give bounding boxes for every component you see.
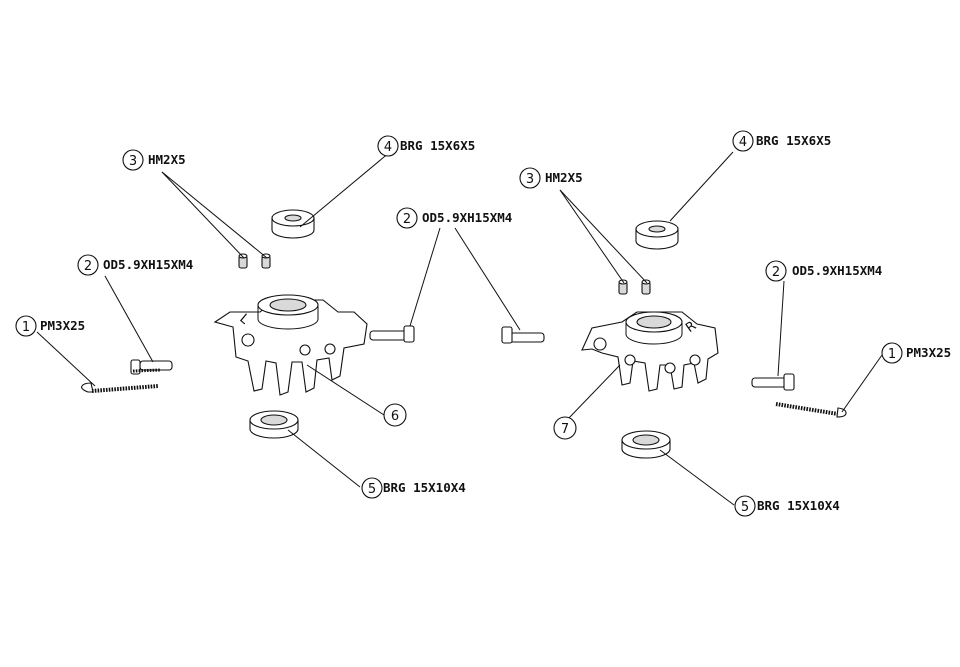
callout-4-right: 4 BRG 15X6X5 — [732, 130, 831, 152]
bearing-15x6x5-right — [635, 220, 679, 250]
svg-text:OD5.9XH15XM4: OD5.9XH15XM4 — [422, 210, 512, 225]
svg-text:4: 4 — [739, 135, 747, 150]
svg-text:1: 1 — [888, 347, 896, 362]
svg-text:7: 7 — [561, 422, 569, 437]
svg-text:BRG 15X6X5: BRG 15X6X5 — [756, 133, 831, 148]
svg-text:3: 3 — [129, 154, 137, 169]
svg-text:2: 2 — [403, 212, 411, 227]
bearing-15x10x4-right — [621, 430, 671, 459]
svg-text:6: 6 — [391, 409, 399, 424]
svg-text:2: 2 — [772, 265, 780, 280]
svg-text:3: 3 — [526, 172, 534, 187]
bearing-15x6x5-left — [271, 209, 315, 239]
svg-text:5: 5 — [368, 482, 376, 497]
leader-lines — [36, 151, 883, 506]
callout-3-left: 3 HM2X5 — [122, 149, 186, 171]
svg-text:OD5.9XH15XM4: OD5.9XH15XM4 — [103, 257, 193, 272]
callout-5-left: 5 BRG 15X10X4 — [361, 477, 466, 499]
svg-text:PM3X25: PM3X25 — [40, 318, 85, 333]
callout-4-left: 4 BRG 15X6X5 — [377, 135, 475, 157]
svg-text:BRG 15X6X5: BRG 15X6X5 — [400, 138, 475, 153]
svg-text:1: 1 — [22, 320, 30, 335]
svg-text:2: 2 — [84, 259, 92, 274]
callout-2-center: 2 OD5.9XH15XM4 — [396, 207, 512, 229]
hub-carrier-left: L — [213, 294, 368, 396]
bearing-15x10x4-left — [249, 410, 299, 439]
svg-text:BRG 15X10X4: BRG 15X10X4 — [383, 480, 466, 495]
screws-hm2x5-left — [238, 253, 271, 269]
svg-text:5: 5 — [741, 500, 749, 515]
pin-od59-center-right — [501, 326, 545, 344]
screw-pm3x25-right — [775, 402, 847, 418]
callout-6-left: 6 — [383, 403, 407, 427]
pin-od59-center-left — [369, 325, 415, 343]
callout-3-right: 3 HM2X5 — [519, 167, 583, 189]
pin-od59-right — [751, 373, 795, 391]
callout-1-left: 1 PM3X25 — [15, 315, 85, 337]
svg-text:HM2X5: HM2X5 — [148, 152, 186, 167]
svg-text:BRG 15X10X4: BRG 15X10X4 — [757, 498, 840, 513]
callout-2-left: 2 OD5.9XH15XM4 — [77, 254, 193, 276]
screw-pm3x25-left — [81, 382, 159, 393]
callout-7-right: 7 — [553, 416, 577, 440]
svg-text:HM2X5: HM2X5 — [545, 170, 583, 185]
svg-text:OD5.9XH15XM4: OD5.9XH15XM4 — [792, 263, 882, 278]
hub-carrier-right: R — [581, 311, 719, 392]
svg-text:4: 4 — [384, 140, 392, 155]
callout-1-right: 1 PM3X25 — [881, 342, 951, 364]
svg-text:PM3X25: PM3X25 — [906, 345, 951, 360]
callout-5-right: 5 BRG 15X10X4 — [734, 495, 840, 517]
pin-od59-left — [130, 359, 173, 375]
callout-2-right: 2 OD5.9XH15XM4 — [765, 260, 882, 282]
